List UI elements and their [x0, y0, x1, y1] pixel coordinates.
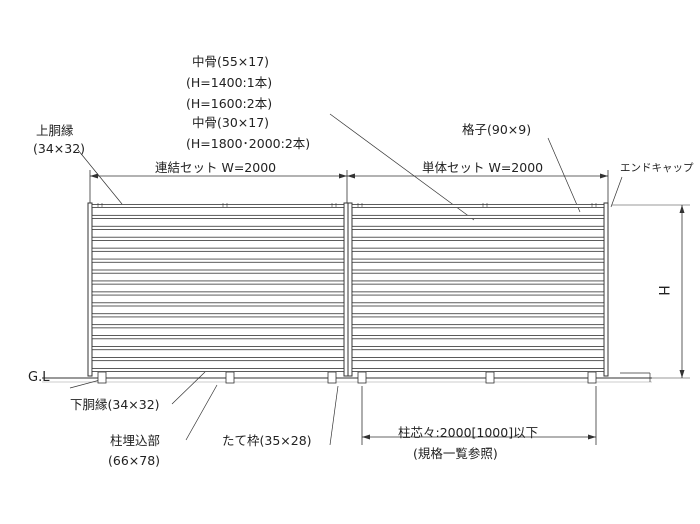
lattice-slat [91, 225, 345, 230]
lattice-slat [91, 291, 345, 296]
leader-lattice [547, 137, 581, 213]
lattice-slat [91, 313, 345, 318]
lattice-slat [351, 280, 605, 285]
post-foot [587, 371, 597, 384]
leader-middle-frame [329, 113, 475, 221]
lattice-slat [91, 247, 345, 252]
post-foot [97, 371, 107, 384]
lattice-slat [351, 214, 605, 219]
post-embed-size-label: (66×78) [108, 453, 161, 468]
middle-frame-30-label: 中骨(30×17) [192, 115, 270, 130]
lattice-slat [351, 258, 605, 263]
leader-ground [69, 379, 101, 389]
lattice-slat [351, 247, 605, 252]
post-foot [357, 371, 367, 384]
lattice-slat [351, 367, 605, 372]
post-embed-label: 柱埋込部 [110, 433, 161, 448]
lattice-slat [91, 203, 345, 208]
lattice-slat [351, 335, 605, 340]
height-label: H [654, 285, 671, 296]
lattice-slat [351, 203, 605, 208]
lattice-slat [351, 269, 605, 274]
post-foot [225, 371, 235, 384]
post-foot [485, 371, 495, 384]
middle-frame-55-label: 中骨(55×17) [192, 54, 270, 69]
lattice-slat [351, 236, 605, 241]
lattice-slat [91, 269, 345, 274]
lattice-slat [91, 302, 345, 307]
lattice-slat [351, 225, 605, 230]
vertical-frame-post [87, 202, 93, 377]
single-set-label: 単体セット W=2000 [422, 160, 544, 175]
end-cap-label: エンドキャップ [620, 162, 694, 174]
vertical-frame-post [343, 202, 349, 377]
lattice-label: 格子(90×9) [462, 122, 532, 137]
vertical-frame-label: たて枠(35×28) [222, 433, 312, 448]
middle-frame-55-h1400-label: (H=1400:1本) [186, 75, 273, 90]
connected-set-label: 連結セット W=2000 [155, 160, 277, 175]
lattice-slat [91, 367, 345, 372]
lattice-slat [351, 302, 605, 307]
lattice-slat [351, 291, 605, 296]
vertical-frame-post [347, 202, 353, 377]
middle-frame-30-h-label: (H=1800･2000:2本) [186, 136, 311, 151]
upper-rail-size-label: (34×32) [33, 141, 86, 156]
lattice-slat [91, 324, 345, 329]
middle-frame-55-h1600-label: (H=1600:2本) [186, 96, 273, 111]
lower-rail-label: 下胴縁(34×32) [70, 397, 160, 412]
lattice-slat [91, 357, 345, 362]
lattice-slat [351, 313, 605, 318]
vertical-frame-post [603, 202, 609, 377]
leader-vertical-frame [329, 385, 339, 446]
leader-post-embed [185, 384, 218, 441]
post-foot [327, 371, 337, 384]
upper-rail-label: 上胴縁 [36, 123, 74, 138]
lattice-slat [91, 214, 345, 219]
lattice-slat [91, 280, 345, 285]
lattice-slat [351, 324, 605, 329]
post-pitch-label: 柱芯々:2000[1000]以下 [398, 425, 539, 440]
ground-level-label: G.L [28, 370, 50, 385]
post-pitch-note-label: (規格一覧参照) [413, 446, 498, 461]
lattice-slat [91, 236, 345, 241]
lattice-slat [91, 335, 345, 340]
lattice-slat [91, 346, 345, 351]
lattice-slat [91, 258, 345, 263]
leader-end-cap [610, 176, 623, 208]
leader-lower-rail [171, 371, 206, 405]
lattice-slat [351, 346, 605, 351]
lattice-slat [351, 357, 605, 362]
leader-upper-rail [77, 149, 123, 205]
